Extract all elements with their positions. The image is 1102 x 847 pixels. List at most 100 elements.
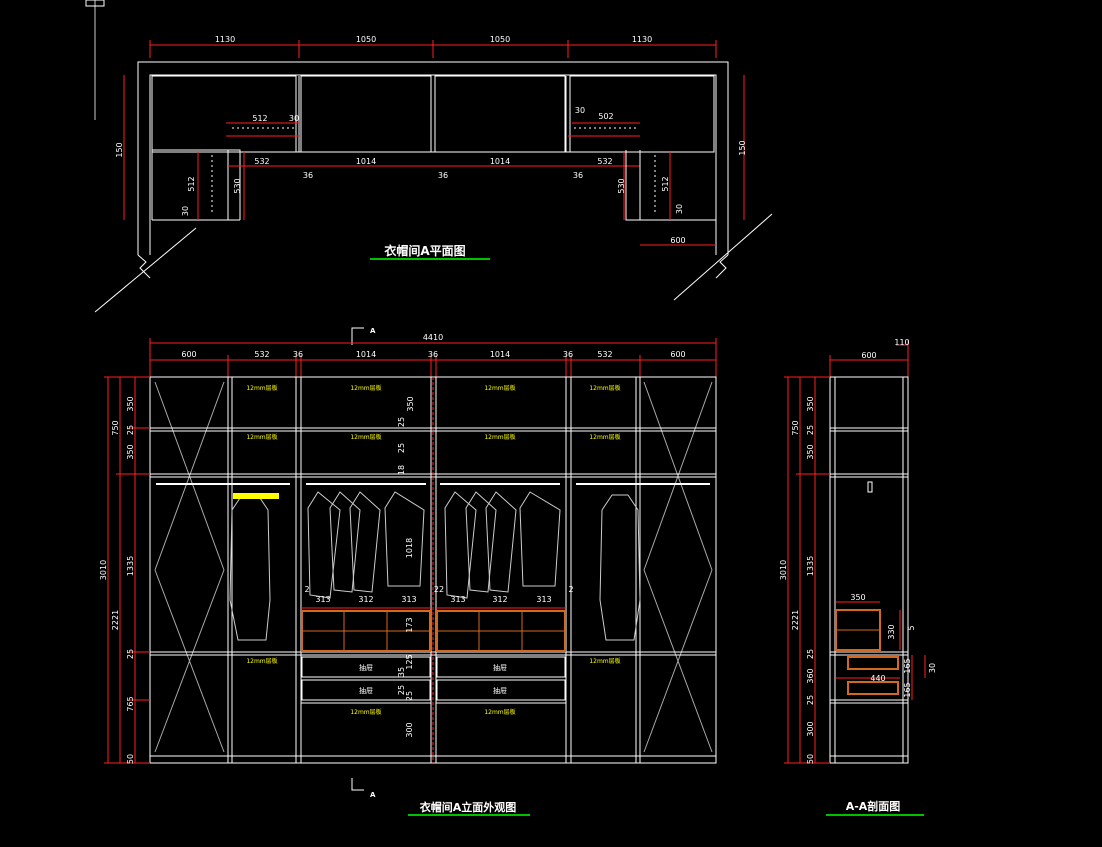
elev-top-dim-2: 532 — [254, 350, 269, 359]
section-left-inner: 25 — [806, 649, 815, 659]
drawer-label: 抽屉 — [493, 686, 507, 695]
center-dim: 350 — [406, 396, 415, 411]
drawer-label: 抽屉 — [359, 663, 373, 672]
elevation-view — [104, 327, 717, 791]
elev-top-dim-1: 600 — [181, 350, 196, 359]
shelf-label: 12mm层板 — [484, 433, 515, 441]
drawer-width: 312 — [492, 595, 507, 604]
section-mark-top: A — [370, 327, 376, 335]
drawer-width: 313 — [315, 595, 330, 604]
elev-left-inner-6: 765 — [126, 696, 135, 711]
plan-left-height: 150 — [115, 142, 124, 157]
plan-mid-small-2: 36 — [438, 171, 448, 180]
drawer-width: 312 — [358, 595, 373, 604]
elev-top-dim-5: 36 — [428, 350, 438, 359]
plan-right-vertical-1: 530 — [617, 178, 626, 193]
section-drawer-dim: 440 — [870, 674, 885, 683]
drawer-label: 抽屉 — [359, 686, 373, 695]
section-left-outer-2: 2221 — [791, 610, 800, 630]
elev-top-dim-4: 1014 — [356, 350, 376, 359]
shelf-label: 12mm层板 — [484, 708, 515, 716]
center-dim: 125 — [405, 654, 414, 669]
section-left-inner: 350 — [806, 396, 815, 411]
plan-inner-left-30: 30 — [289, 114, 299, 123]
section-drawer-dim: 330 — [887, 624, 896, 639]
section-drawer-dim: 165 — [903, 682, 912, 697]
elev-left-inner-7: 50 — [126, 754, 135, 764]
plan-right-bottom-30: 30 — [675, 204, 684, 214]
elev-top-dim-6: 1014 — [490, 350, 510, 359]
small-mark: 2 — [304, 585, 309, 594]
center-dim: 18 — [397, 465, 406, 475]
section-left-inner: 25 — [806, 425, 815, 435]
center-dim: 300 — [405, 722, 414, 737]
shelf-label: 12mm层板 — [246, 433, 277, 441]
shelf-label: 12mm层板 — [350, 384, 381, 392]
center-dim: 25 — [397, 417, 406, 427]
center-dim: 173 — [405, 617, 414, 632]
section-title: A-A剖面图 — [846, 799, 901, 813]
section-top-dim-1: 600 — [861, 351, 876, 360]
plan-top-dim-2: 1050 — [356, 35, 376, 44]
plan-view — [85, 0, 773, 313]
center-dim: 25 — [397, 685, 406, 695]
plan-mid-small-3: 36 — [573, 171, 583, 180]
small-mark: 2 — [568, 585, 573, 594]
section-drawer-dim: 5 — [907, 625, 916, 630]
plan-top-dim-3: 1050 — [490, 35, 510, 44]
section-left-inner: 300 — [806, 721, 815, 736]
elevation-title: 衣帽间A立面外观图 — [420, 800, 517, 814]
elevation-total-width: 4410 — [423, 333, 443, 342]
shelf-label: 12mm层板 — [350, 433, 381, 441]
plan-mid-dim-4: 532 — [597, 157, 612, 166]
elev-left-inner-1: 350 — [126, 396, 135, 411]
plan-dimension-text: 1130 1050 1050 1130 150 150 512 30 502 3… — [115, 35, 747, 260]
section-left-inner: 1335 — [806, 556, 815, 576]
center-dim: 35 — [397, 667, 406, 677]
plan-inner-right-top: 502 — [598, 112, 613, 121]
elev-left-outer-2: 2221 — [111, 610, 120, 630]
elev-top-dim-8: 532 — [597, 350, 612, 359]
plan-inner-left-top: 512 — [252, 114, 267, 123]
shelf-label: 12mm层板 — [246, 657, 277, 665]
elev-top-dim-9: 600 — [670, 350, 685, 359]
plan-mid-dim-3: 1014 — [490, 157, 510, 166]
section-view — [784, 340, 926, 764]
plan-inner-right-30: 30 — [575, 106, 585, 115]
plan-left-bottom-30: 30 — [181, 206, 190, 216]
plan-mid-small-1: 36 — [303, 171, 313, 180]
drawer-width: 313 — [536, 595, 551, 604]
section-left-inner: 25 — [806, 695, 815, 705]
section-left-inner: 350 — [806, 444, 815, 459]
elev-left-inner-4: 1335 — [126, 556, 135, 576]
plan-left-vertical-1: 512 — [187, 176, 196, 191]
shelf-label: 12mm层板 — [589, 384, 620, 392]
elev-left-group: 750 — [111, 420, 120, 435]
elev-left-inner-2: 25 — [126, 425, 135, 435]
shelf-label: 12mm层板 — [484, 384, 515, 392]
plan-left-vertical-2: 530 — [233, 178, 242, 193]
center-dim: 25 — [405, 691, 414, 701]
shelf-label: 12mm层板 — [589, 433, 620, 441]
center-dim: 1018 — [405, 538, 414, 558]
plan-bottom-right-dim: 600 — [670, 236, 685, 245]
elev-left-outer-1: 3010 — [99, 560, 108, 580]
elev-left-inner-5: 25 — [126, 649, 135, 659]
drawer-width: 313 — [401, 595, 416, 604]
shelf-label: 12mm层板 — [246, 384, 277, 392]
section-drawer-dim: 165 — [903, 658, 912, 673]
section-drawer-dim: 30 — [928, 663, 937, 673]
section-left-group: 750 — [791, 420, 800, 435]
center-dim: 25 — [397, 443, 406, 453]
small-mark: 22 — [434, 585, 444, 594]
plan-top-dim-4: 1130 — [632, 35, 652, 44]
section-mark-bottom: A — [370, 791, 376, 799]
elev-top-dim-3: 36 — [293, 350, 303, 359]
plan-mid-dim-1: 532 — [254, 157, 269, 166]
plan-mid-dim-2: 1014 — [356, 157, 376, 166]
plan-top-dim-1: 1130 — [215, 35, 235, 44]
elev-left-inner-3: 350 — [126, 444, 135, 459]
elev-top-dim-7: 36 — [563, 350, 573, 359]
left-bay-yellow-tag — [233, 493, 279, 499]
